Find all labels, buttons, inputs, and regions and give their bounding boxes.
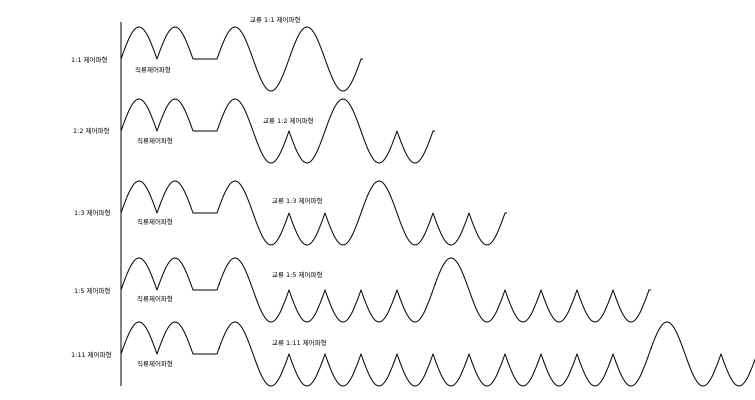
ac-label: 교류 1:1 제어파형 <box>250 15 300 24</box>
row-label: 1:3 제어파형 <box>74 208 110 217</box>
dc-label: 직류제어파형 <box>137 217 173 226</box>
ac-label: 교류 1:3 제어파형 <box>272 196 322 205</box>
row-5: 1:11 제어파형 직류제어파형 교류 1:11 제어파형 <box>71 321 755 387</box>
row-label: 1:11 제어파형 <box>71 350 112 359</box>
control-waveform <box>120 257 651 323</box>
row-label: 1:5 제어파형 <box>74 286 110 295</box>
ac-label: 교류 1:2 제어파형 <box>263 116 313 125</box>
dc-label: 직류제어파형 <box>137 136 173 145</box>
row-2: 1:2 제어파형 직류제어파형 교류 1:2 제어파형 <box>73 98 435 164</box>
row-3: 1:3 제어파형 직류제어파형 교류 1:3 제어파형 <box>74 180 507 246</box>
ac-label: 교류 1:5 제어파형 <box>272 270 322 279</box>
row-4: 1:5 제어파형 직류제어파형 교류 1:5 제어파형 <box>74 257 651 323</box>
control-waveform <box>120 180 507 246</box>
ac-label: 교류 1:11 제어파형 <box>272 338 327 347</box>
control-waveform <box>120 321 755 387</box>
dc-label: 직류제어파형 <box>137 294 173 303</box>
row-1: 1:1 제어파형 직류제어파형 교류 1:1 제어파형 <box>71 15 363 92</box>
row-label: 1:1 제어파형 <box>71 55 107 64</box>
dc-label: 직류제어파형 <box>137 359 173 368</box>
control-waveform <box>120 26 363 92</box>
control-waveform <box>120 98 435 164</box>
dc-label: 직류제어파형 <box>135 65 171 74</box>
row-label: 1:2 제어파형 <box>73 126 109 135</box>
